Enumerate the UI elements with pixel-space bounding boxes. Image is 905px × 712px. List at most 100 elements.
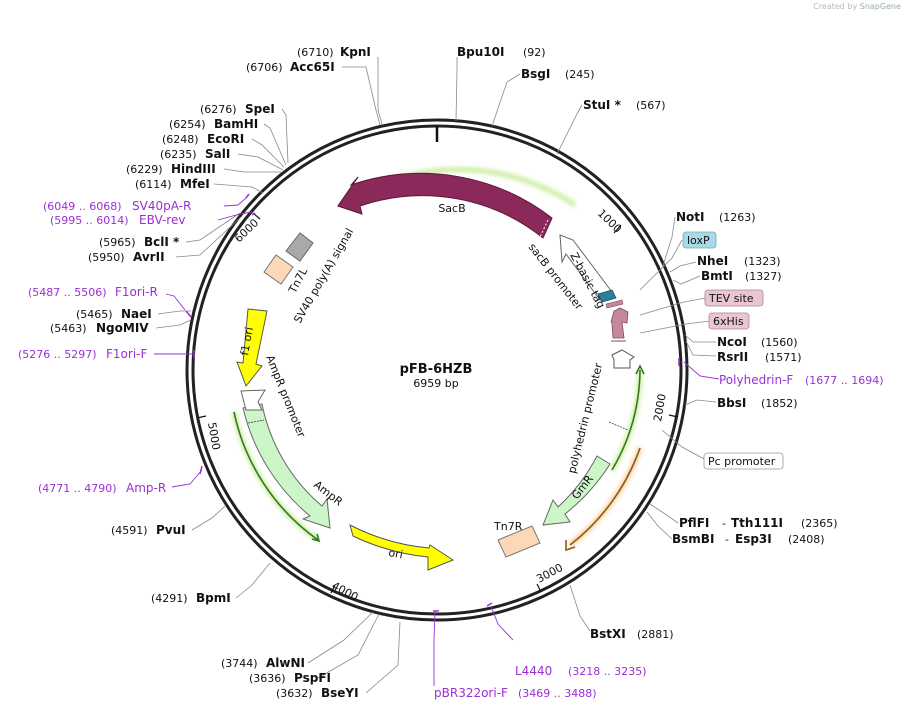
enzyme-pos-bseyi: (3632) [276,687,313,700]
enzyme-bsgi[interactable]: BsgI [521,67,550,81]
tick-label-5000: 5000 [205,421,223,451]
feature-label-6xhis[interactable]: 6xHis [713,315,744,328]
feature-label-tev-site[interactable]: TEV site [708,292,754,305]
primer-pos-ebv-rev: (5995 .. 6014) [50,214,129,227]
enzyme-pos-avrii: (5950) [88,251,125,264]
enzyme-esp3i[interactable]: Esp3I [735,532,772,546]
enzyme-pflfi[interactable]: PflFI [679,516,709,530]
primer-markers [185,193,680,612]
primer-leaders [154,197,720,686]
primer-f1ori-f[interactable]: F1ori-F [106,347,147,361]
enzyme-pos-bsgi: (245) [565,68,595,81]
enzyme-pos-mfei: (6114) [135,178,172,191]
enzyme-ncoi[interactable]: NcoI [717,335,747,349]
feature-label-sacb: SacB [438,202,465,215]
primer-sv40pa-r[interactable]: SV40pA-R [132,199,191,213]
enzyme-alwni[interactable]: AlwNI [266,656,305,670]
primer-labels: (6049 .. 6068) SV40pA-R (5995 .. 6014) E… [18,199,884,700]
enzyme-ecori[interactable]: EcoRI [207,132,244,146]
primer-f1ori-r[interactable]: F1ori-R [115,285,158,299]
enzyme-bamhi[interactable]: BamHI [214,117,258,131]
primer-pos-amp-r: (4771 .. 4790) [38,482,117,495]
primer-pos-pbr322ori-f: (3469 .. 3488) [518,687,597,700]
feature-label-f1-ori: f1 ori [238,326,256,357]
primer-ebv-rev[interactable]: EBV-rev [139,213,185,227]
enzyme-sali[interactable]: SalI [205,147,230,161]
enzyme-pos-alwni: (3744) [221,657,258,670]
enzyme-pos-ecori: (6248) [162,133,199,146]
feature-label-ori: ori [387,546,403,561]
enzyme-pos-kpni: (6710) [297,46,334,59]
enzyme-pos-pvui: (4591) [111,524,148,537]
enzyme-acc65i[interactable]: Acc65I [290,60,335,74]
primer-l4440[interactable]: L4440 [515,664,552,678]
feature-sacb[interactable]: SacB [337,167,577,239]
enzyme-pos-acc65i: (6706) [246,61,283,74]
primer-pos-polyhedrin-f: (1677 .. 1694) [805,374,884,387]
primer-polyhedrin-f[interactable]: Polyhedrin-F [719,373,793,387]
watermark: Created by SnapGene [813,2,901,11]
enzyme-pos-pspfi: (3636) [249,672,286,685]
enzyme-naei[interactable]: NaeI [121,307,152,321]
enzyme-pvui[interactable]: PvuI [156,523,186,537]
enzyme-pos-rsrii: (1571) [765,351,802,364]
map-title: pFB-6HZB [400,362,473,377]
feature-f1-ori[interactable]: f1 ori [236,308,268,387]
boxed-labels: loxP TEV site 6xHis Pc promoter [682,231,784,470]
enzyme-pos-bmti: (1327) [745,270,782,283]
feature-gmr[interactable]: GmR [542,455,611,526]
enzyme-bsmbi[interactable]: BsmBI [672,532,714,546]
enzyme-spei[interactable]: SpeI [245,102,275,116]
enzyme-sep-bsmbi: - [725,533,729,546]
tick-label-1000: 1000 [595,207,624,236]
enzyme-stui[interactable]: StuI * [583,98,622,112]
enzyme-bpmi[interactable]: BpmI [196,591,231,605]
enzyme-avrii[interactable]: AvrII [133,250,165,264]
feature-pc-arc [565,447,643,552]
enzyme-pos-stui: (567) [636,99,666,112]
enzyme-pos-bamhi: (6254) [169,118,206,131]
enzyme-pos-nhei: (1323) [744,255,781,268]
feature-tn7r[interactable]: Tn7R [493,520,541,558]
enzyme-ngomiv[interactable]: NgoMIV [96,321,149,335]
enzyme-pos-noti: (1263) [719,211,756,224]
watermark-brand: SnapGene [859,2,901,11]
map-length: 6959 bp [413,377,458,390]
enzyme-pos-bsmbi: (2408) [788,533,825,546]
enzyme-pos-bcli: (5965) [99,236,136,249]
feature-ori[interactable]: ori [349,524,455,571]
enzyme-pspfi[interactable]: PspFI [294,671,331,685]
enzyme-pos-bstxi: (2881) [637,628,674,641]
feature-polyhedrin-promoter[interactable]: polyhedrin promoter [565,349,635,475]
tick-label-4000: 4000 [330,579,361,604]
enzyme-pos-ngomiv: (5463) [50,322,87,335]
enzyme-bbsi[interactable]: BbsI [717,396,746,410]
feature-label-pc-promoter[interactable]: Pc promoter [708,455,776,468]
enzyme-noti[interactable]: NotI [676,210,705,224]
feature-label-ampr-promoter: AmpR promoter [263,353,308,439]
enzyme-bstxi[interactable]: BstXI [590,627,626,641]
enzyme-pos-bbsi: (1852) [761,397,798,410]
feature-ampr-arc [231,411,321,543]
enzyme-pos-pflfi: (2365) [801,517,838,530]
enzyme-rsrii[interactable]: RsrII [717,350,748,364]
enzyme-labels: (6710) KpnI (6706) Acc65I Bpu10I (92) Bs… [50,45,838,700]
enzyme-bseyi[interactable]: BseYI [321,686,359,700]
feature-tev-his-arrow[interactable] [610,307,629,342]
enzyme-hindiii[interactable]: HindIII [171,162,216,176]
enzyme-kpni[interactable]: KpnI [340,45,371,59]
backbone [185,118,689,622]
enzyme-bmti[interactable]: BmtI [701,269,733,283]
feature-label-loxp[interactable]: loxP [687,234,710,247]
primer-pbr322ori-f[interactable]: pBR322ori-F [434,686,508,700]
enzyme-nhei[interactable]: NheI [697,254,728,268]
enzyme-bpu10i[interactable]: Bpu10I [457,45,504,59]
primer-amp-r[interactable]: Amp-R [126,481,166,495]
enzyme-mfei[interactable]: MfeI [180,177,210,191]
enzyme-bcli[interactable]: BclI * [144,235,180,249]
primer-pos-l4440: (3218 .. 3235) [568,665,647,678]
feature-polyhedrin-arc [608,364,645,472]
feature-tn7l[interactable]: Tn7L [263,254,311,296]
enzyme-tth111i[interactable]: Tth111I [731,516,783,530]
